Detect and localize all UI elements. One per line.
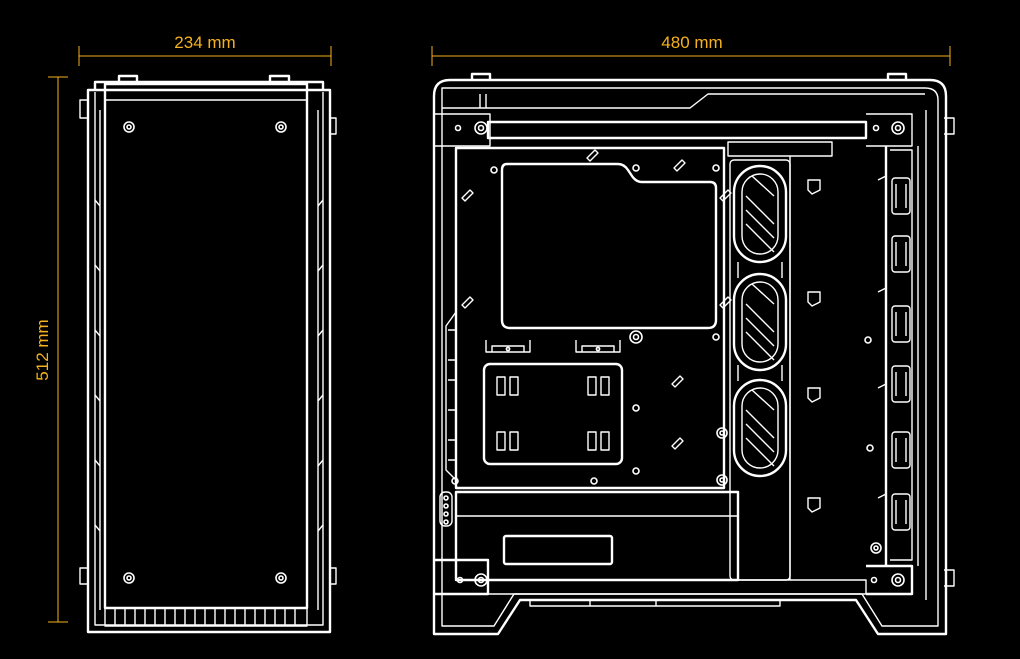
fan-icon — [732, 272, 788, 372]
screw-icon — [275, 121, 287, 133]
drive-mount-icon — [496, 376, 610, 451]
cpu-cutout — [500, 162, 718, 330]
height-dimension-label: 512 mm — [33, 319, 52, 380]
depth-dimension-label: 480 mm — [661, 33, 722, 52]
height-dimension: 512 mm — [33, 76, 68, 623]
motherboard-tray — [454, 146, 726, 490]
depth-dimension: 480 mm — [431, 33, 951, 66]
screw-icon — [891, 573, 905, 587]
psu-window — [502, 534, 614, 566]
rear-io-ports — [439, 491, 453, 527]
width-dimension-label: 234 mm — [174, 33, 235, 52]
front-outer-frame — [86, 88, 332, 634]
screw-icon — [123, 121, 135, 133]
drive-cage — [482, 362, 624, 466]
front-filter-rail — [890, 149, 913, 561]
fan-icon — [732, 164, 788, 264]
fan-icon — [732, 378, 788, 478]
top-fan-bracket — [486, 120, 868, 140]
screw-icon — [474, 121, 488, 135]
side-outer-frame — [432, 78, 948, 636]
screw-icon — [474, 573, 488, 587]
width-dimension: 234 mm — [78, 33, 332, 66]
screw-icon — [275, 572, 287, 584]
front-view — [79, 74, 337, 634]
screw-icon — [123, 572, 135, 584]
front-bottom-vent — [104, 607, 308, 627]
side-view — [432, 72, 955, 636]
screw-icon — [891, 121, 905, 135]
front-glass-panel — [103, 82, 309, 610]
